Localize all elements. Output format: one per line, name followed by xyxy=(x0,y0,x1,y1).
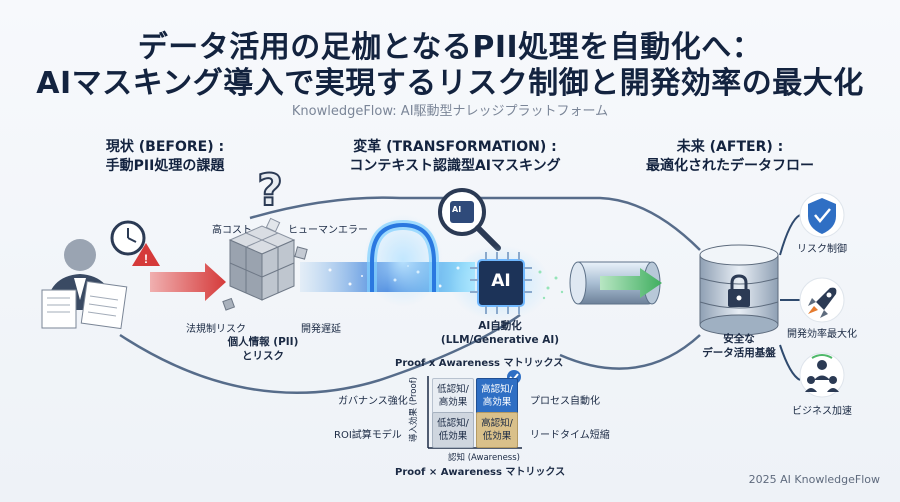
outcome-dev-label: 開発効率最大化 xyxy=(787,329,857,340)
matrix-left-bottom-label: ROI試算モデル xyxy=(334,430,402,441)
matrix-left-top-label: ガバナンス強化 xyxy=(338,396,408,407)
glowing-arch xyxy=(363,214,443,306)
matrix-cell-high-aw-high-ef: 高認知/高効果 xyxy=(476,378,518,414)
after-heading-line-2: 最適化されたデータフロー xyxy=(646,158,814,174)
matrix-title-top: Proof x Awareness マトリックス xyxy=(395,358,564,369)
shield-check-icon xyxy=(799,192,845,238)
magnifier-icon xyxy=(438,188,501,251)
issue-human-error-label: ヒューマンエラー xyxy=(288,225,368,236)
main-title-line-2: AIマスキング導入で実現するリスク制御と開発効率の最大化 xyxy=(36,66,864,101)
flow-curve-right xyxy=(559,334,701,370)
secure-data-base-label: 安全な データ活用基盤 xyxy=(702,333,776,359)
before-heading: 現状 (BEFORE) : 手動PII処理の課題 xyxy=(80,138,250,176)
fragmented-cube-icon xyxy=(222,217,308,311)
transformation-heading-line-2: コンテキスト認識型AIマスキング xyxy=(349,158,561,174)
issue-cost-label: 高コスト xyxy=(212,225,252,236)
outcome-business-label: ビジネス加速 xyxy=(792,406,852,417)
main-title-line-1: データ活用の足枷となるPII処理を自動化へ： xyxy=(137,30,763,65)
matrix-title-bottom: Proof × Awareness マトリックス xyxy=(395,467,566,478)
footer-copyright: 2025 AI KnowledgeFlow xyxy=(748,473,880,486)
clock-icon xyxy=(110,220,146,256)
after-heading: 未来 (AFTER) : 最適化されたデータフロー xyxy=(630,138,830,176)
matrix-cell-low-aw-high-ef: 低認知/高効果 xyxy=(432,378,474,414)
worker-icon xyxy=(41,239,128,330)
transformation-heading-line-1: 変革 (TRANSFORMATION) : xyxy=(353,139,557,155)
matrix-axes xyxy=(427,376,522,449)
svg-text:?: ? xyxy=(257,165,283,216)
outcome-risk-label: リスク制御 xyxy=(797,244,847,255)
database-icon xyxy=(699,244,779,336)
matrix-cell-high-aw-low-ef: 高認知/低効果 xyxy=(476,412,518,448)
transformation-heading: 変革 (TRANSFORMATION) : コンテキスト認識型AIマスキング xyxy=(345,138,565,176)
rocket-icon xyxy=(799,277,845,323)
magnifier-ai-text: AI xyxy=(452,205,462,214)
lock-icon xyxy=(728,274,750,307)
matrix-x-axis-label: 認知 (Awareness) xyxy=(448,453,520,463)
issue-delay-label: 開発遅延 xyxy=(301,324,341,335)
chip-ai-text: AI xyxy=(491,271,511,291)
subtitle: KnowledgeFlow: AI駆動型ナレッジプラットフォーム xyxy=(291,104,609,119)
flow-curve-to-outcomes xyxy=(779,214,801,381)
after-heading-line-1: 未来 (AFTER) : xyxy=(676,139,784,155)
question-mark-icon: ? xyxy=(256,164,284,217)
before-heading-line-1: 現状 (BEFORE) : xyxy=(105,139,225,155)
pii-risk-label: 個人情報 (PII) とリスク xyxy=(227,336,299,362)
output-particles xyxy=(538,270,564,300)
matrix-y-axis-label: 導入効果 (Proof) xyxy=(409,376,419,442)
issue-legal-label: 法規制リスク xyxy=(186,324,246,335)
warning-icon: ! xyxy=(132,243,160,266)
svg-text:!: ! xyxy=(144,252,148,266)
before-heading-line-2: 手動PII処理の課題 xyxy=(105,158,225,174)
ai-chip-icon xyxy=(450,245,550,321)
matrix-cell-low-aw-low-ef: 低認知/低効果 xyxy=(432,412,474,448)
people-growth-icon xyxy=(799,352,845,398)
flow-curve-bottom xyxy=(119,313,521,394)
matrix-right-top-label: プロセス自動化 xyxy=(530,396,600,407)
red-arrow xyxy=(150,263,226,301)
matrix-right-bottom-label: リードタイム短縮 xyxy=(530,430,610,441)
secure-pipe-icon xyxy=(569,261,662,305)
flow-curve-top xyxy=(249,196,701,251)
ai-automation-label: AI自動化 (LLM/Generative AI) xyxy=(440,320,560,346)
